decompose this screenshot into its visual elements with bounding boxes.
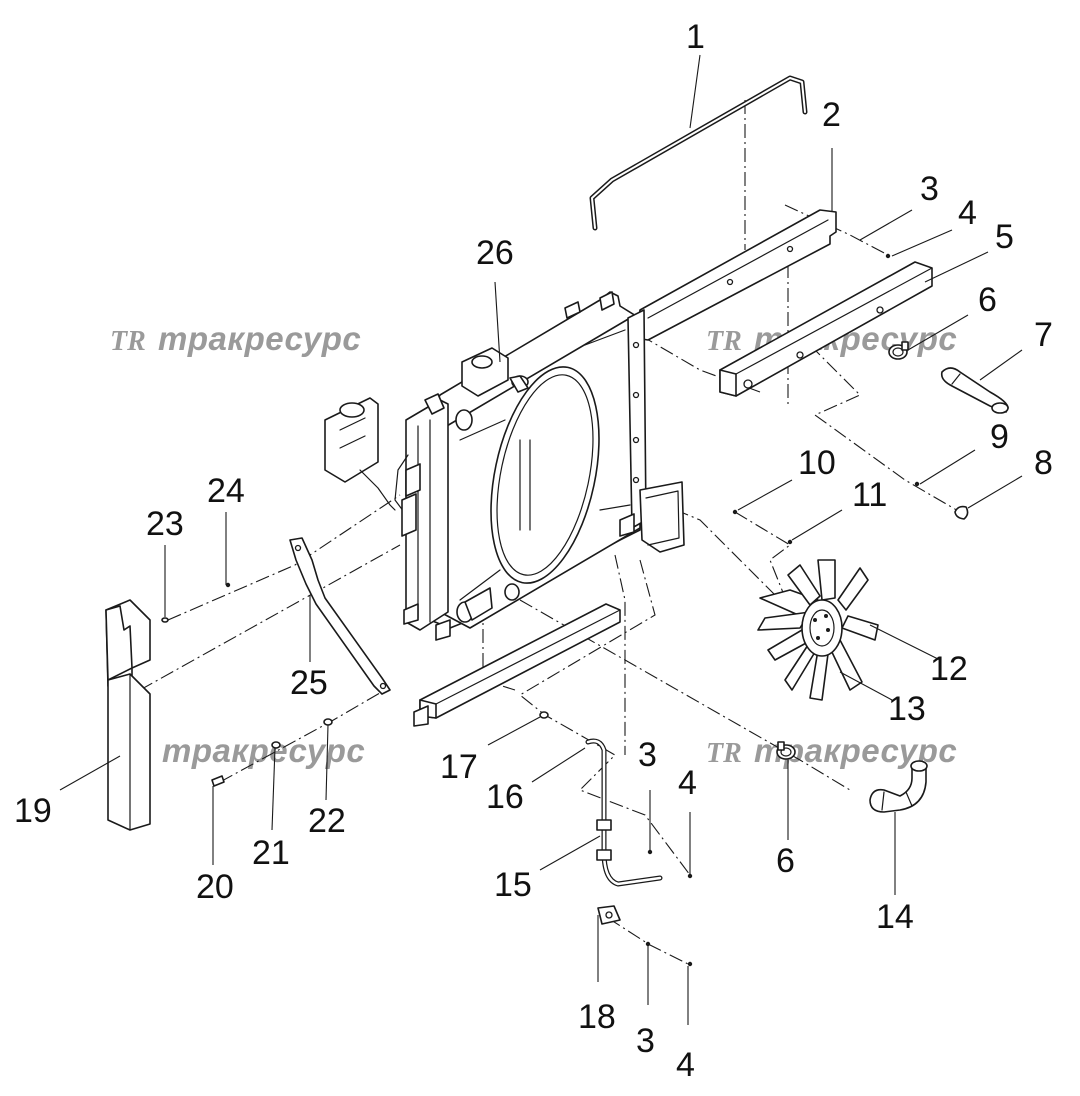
callout-3c: 3 [636,1022,655,1060]
watermark-logo-mark: TR [706,326,742,357]
part-5-side-rail [719,261,933,397]
leader-lines [59,54,1023,1025]
callout-22: 22 [308,802,346,840]
part-19-side-seal [105,599,151,831]
callout-10: 10 [798,444,836,482]
fasteners [161,253,920,967]
callout-4b: 4 [678,764,697,802]
watermark-logo-mark: TR [110,326,146,357]
callout-6: 6 [978,281,997,319]
part-18-pipe-clip [597,905,621,925]
watermark-logo-text: тракресурс [162,732,365,769]
callout-20: 20 [196,868,234,906]
part-14-lower-hose [869,760,928,813]
callout-15: 15 [494,866,532,904]
callout-9: 9 [990,418,1009,456]
callout-26: 26 [476,234,514,272]
callout-4c: 4 [676,1046,695,1084]
callout-3: 3 [920,170,939,208]
callout-8: 8 [1034,444,1053,482]
callout-23: 23 [146,505,184,543]
watermark-logo-mark: TR [706,738,742,769]
callout-6b: 6 [776,842,795,880]
callout-7: 7 [1034,316,1053,354]
callout-11: 11 [852,476,887,514]
callout-2: 2 [822,96,841,134]
callout-5: 5 [995,218,1014,256]
callout-19: 19 [14,792,52,830]
part-12-cooling-fan [757,559,879,701]
watermark-bottom-left: TR тракресурс [114,732,365,769]
part-1-upper-support-rod [589,75,808,231]
part-6-hose-clamp-upper [888,341,909,360]
part-17-lower-channel [413,603,621,727]
part-15-coolant-pipe [585,738,663,887]
callout-4: 4 [958,194,977,232]
assembly-centerlines [139,100,961,966]
part-6-hose-clamp-lower [776,741,796,760]
callout-18: 18 [578,998,616,1036]
callout-1: 1 [686,18,705,56]
callout-labels: 1 2 3 4 5 6 7 9 8 10 11 12 13 14 6 26 24… [14,18,1053,1084]
watermark-logo-text: тракресурс [158,320,361,357]
part-7-upper-hose [940,367,1009,414]
expansion-tank [324,397,396,511]
callout-16: 16 [486,778,524,816]
callout-12: 12 [930,650,968,688]
part-26-radiator-assembly [394,291,685,641]
callout-24: 24 [207,472,245,510]
part-8-spring-clip [954,505,969,520]
part-25-support-brace [289,537,391,695]
callout-25: 25 [290,664,328,702]
watermark-top-left: TR тракресурс [110,320,361,357]
callout-13: 13 [888,690,926,728]
callout-3b: 3 [638,736,657,774]
callout-14: 14 [876,898,914,936]
callout-17: 17 [440,748,478,786]
callout-21: 21 [252,834,290,872]
